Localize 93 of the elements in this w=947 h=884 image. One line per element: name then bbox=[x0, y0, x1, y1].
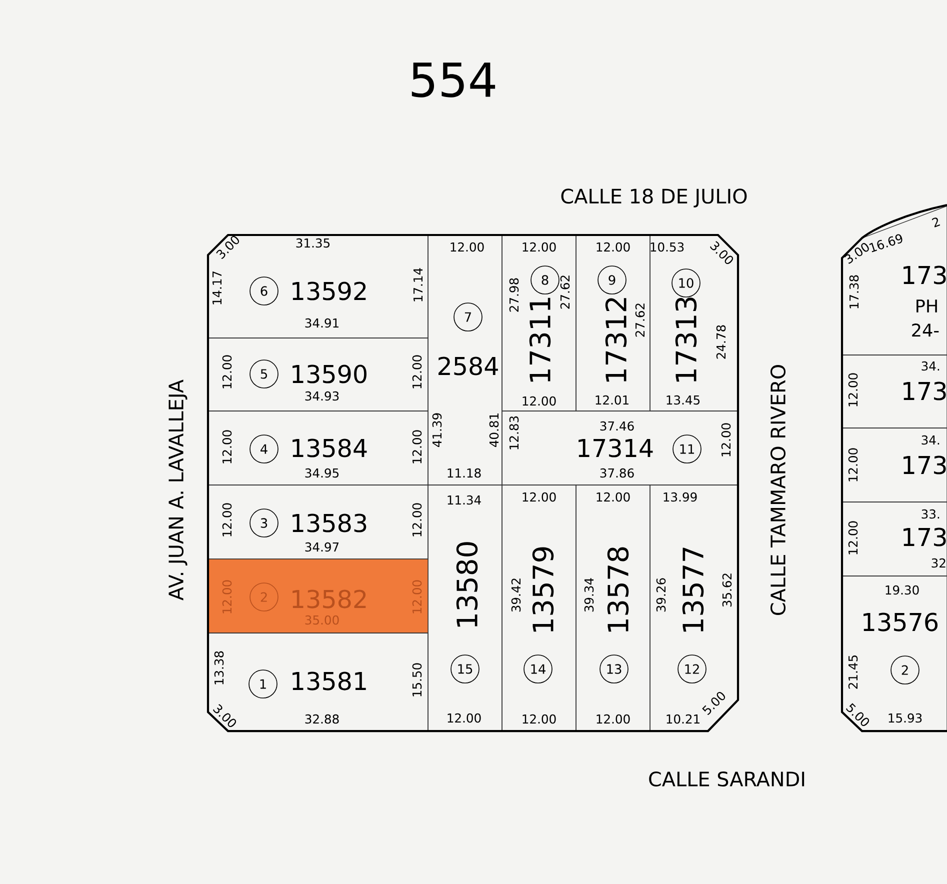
dimension-label: 14.17 bbox=[212, 271, 222, 304]
dimension-label: 12.00 bbox=[412, 503, 422, 536]
dimension-label: 12.00 bbox=[848, 448, 858, 482]
parcel-box bbox=[650, 484, 738, 732]
dimension-label: 12.00 bbox=[522, 396, 556, 406]
parcel-number: 13577 bbox=[682, 548, 704, 632]
parcel-box bbox=[502, 410, 738, 486]
dimension-label: 12.01 bbox=[596, 395, 628, 405]
dimension-label: 34.95 bbox=[305, 468, 339, 478]
dimension-label: 2 bbox=[932, 218, 940, 228]
parcel-number: 13580 bbox=[456, 542, 478, 627]
dimension-label: 15.50 bbox=[412, 663, 422, 696]
dimension-label: 11.18 bbox=[448, 468, 481, 478]
dimension-label: 16.69 bbox=[869, 234, 902, 252]
dimension-label: 34.93 bbox=[305, 391, 339, 401]
parcel-number: 17313 bbox=[675, 298, 697, 382]
parcel-number: 13578 bbox=[607, 547, 629, 632]
dimension-label: 17.38 bbox=[849, 275, 859, 308]
parcel-box bbox=[208, 338, 428, 412]
parcel-number: 13576 bbox=[864, 612, 938, 632]
dimension-label: 35.62 bbox=[722, 574, 732, 607]
dimension-label: 12.00 bbox=[596, 242, 630, 252]
parcel-number: 13590 bbox=[292, 364, 366, 384]
dimension-label: 34. bbox=[922, 435, 940, 445]
dimension-label: 11.34 bbox=[448, 495, 481, 505]
dimension-label: 27.98 bbox=[509, 278, 519, 312]
dimension-label: 12.00 bbox=[848, 373, 858, 406]
parcel-number: 17312 bbox=[605, 298, 627, 382]
dimension-label: 12.00 bbox=[412, 355, 422, 388]
dimension-label: 33. bbox=[922, 509, 940, 519]
dimension-label: 31.35 bbox=[296, 238, 330, 248]
parcel-box bbox=[502, 484, 576, 732]
parcel-number: 13579 bbox=[532, 547, 554, 632]
parcel-number: 2584 bbox=[438, 356, 498, 376]
parcel-box bbox=[208, 632, 428, 732]
dimension-label: 34.91 bbox=[305, 318, 338, 328]
dimension-label: 10.53 bbox=[650, 242, 684, 252]
dimension-label: 13.45 bbox=[666, 395, 700, 405]
dimension-label: 12.00 bbox=[721, 423, 731, 456]
parcel-note: PH bbox=[916, 300, 937, 312]
dimension-label: 12.00 bbox=[450, 242, 484, 252]
parcel-number: 173 bbox=[904, 382, 946, 400]
dimension-label: 40.81 bbox=[489, 414, 499, 447]
dimension-label: 17.14 bbox=[414, 268, 422, 302]
parcel-number: 13584 bbox=[292, 438, 367, 458]
dimension-label: 12.00 bbox=[412, 430, 422, 464]
dimension-label: 10.21 bbox=[666, 714, 700, 724]
street-name: CALLE 18 DE JULIO bbox=[561, 188, 747, 208]
dimension-label: 21.45 bbox=[848, 656, 858, 689]
dimension-label: 34. bbox=[922, 361, 940, 371]
dimension-label: 34.97 bbox=[305, 542, 339, 552]
dimension-label: 15.93 bbox=[888, 713, 922, 723]
dimension-label: 39.34 bbox=[584, 578, 594, 612]
dimension-label: 12.00 bbox=[848, 521, 858, 554]
dimension-label: 13.38 bbox=[214, 651, 224, 684]
parcel-number: 173 bbox=[904, 528, 946, 546]
dimension-label: 39.42 bbox=[511, 578, 521, 612]
parcel-number: 13581 bbox=[292, 672, 366, 690]
dimension-label: 37.46 bbox=[600, 421, 634, 431]
dimension-label: 41.39 bbox=[432, 413, 442, 447]
parcel-number: 17311 bbox=[529, 298, 551, 382]
parcel-number: 13592 bbox=[292, 282, 366, 300]
dimension-label: 32 bbox=[932, 558, 946, 568]
dimension-label: 37.86 bbox=[600, 468, 634, 478]
dimension-label: 12.83 bbox=[509, 416, 519, 450]
dimension-label: 27.62 bbox=[560, 276, 570, 309]
dimension-label: 27.62 bbox=[635, 304, 645, 337]
parcel-number: 17314 bbox=[578, 438, 653, 458]
dimension-label: 19.30 bbox=[886, 585, 919, 595]
dimension-label: 12.00 bbox=[522, 714, 556, 724]
parcel-number: 173 bbox=[904, 456, 946, 474]
parcel-number: 173 bbox=[904, 266, 946, 284]
dimension-label: 12.00 bbox=[222, 503, 232, 536]
dimension-label: 12.00 bbox=[448, 713, 481, 723]
parcel-box bbox=[208, 410, 428, 486]
street-name: AV. JUAN A. LAVALLEJA bbox=[168, 380, 188, 600]
parcel-box bbox=[208, 558, 428, 634]
parcel-box bbox=[576, 484, 650, 732]
street-name: CALLE SARANDI bbox=[649, 771, 804, 787]
street-name: CALLE TAMMARO RIVERO bbox=[770, 365, 786, 615]
dimension-label: 24.78 bbox=[716, 325, 726, 359]
dimension-label: 12.00 bbox=[222, 355, 232, 388]
dimension-label: 12.00 bbox=[596, 714, 630, 724]
dimension-label: 12.00 bbox=[222, 430, 232, 464]
dimension-label: 12.00 bbox=[522, 242, 556, 252]
parcel-note: 24- bbox=[912, 323, 939, 337]
dimension-label: 39.26 bbox=[656, 578, 666, 612]
dimension-label: 12.00 bbox=[522, 492, 556, 502]
dimension-label: 13.99 bbox=[664, 492, 697, 502]
parcel-number: 13583 bbox=[292, 514, 366, 532]
dimension-label: 32.88 bbox=[305, 714, 339, 724]
dimension-label: 12.00 bbox=[596, 492, 630, 502]
block-number: 554 bbox=[412, 62, 496, 98]
